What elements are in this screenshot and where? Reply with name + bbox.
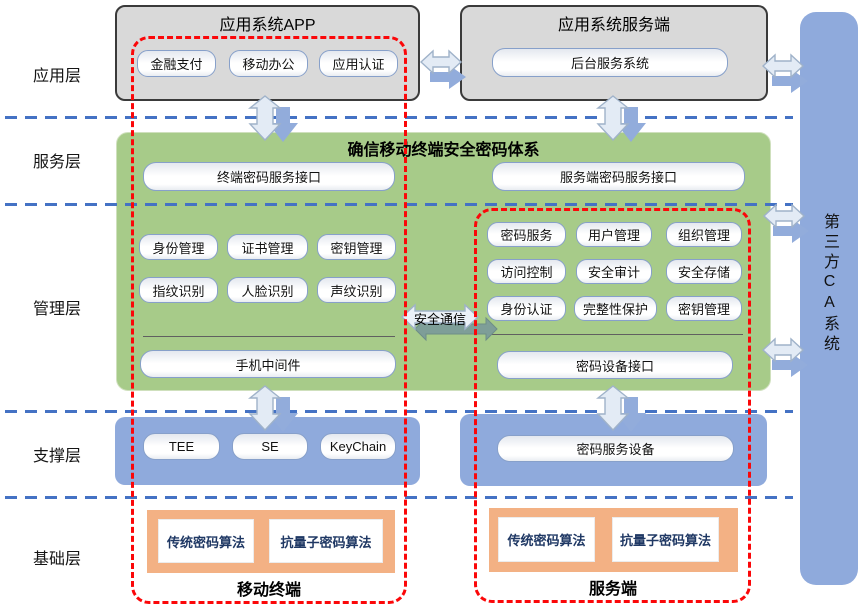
terminal-divider-line — [143, 336, 395, 337]
support-item-tee: TEE — [143, 433, 220, 460]
algo-post-quantum-server: 抗量子密码算法 — [612, 517, 719, 562]
ca-link-arrow-icon — [763, 203, 809, 243]
support-item-se: SE — [232, 433, 308, 460]
layer-label-service: 服务层 — [32, 154, 81, 171]
module-identity-mgmt: 身份管理 — [139, 234, 218, 260]
module-secure-storage: 安全存储 — [666, 259, 742, 284]
ca-link-arrow-icon — [762, 53, 808, 93]
third-party-ca-bar: 第三方CA系统 — [800, 12, 858, 585]
module-user-mgmt: 用户管理 — [576, 222, 652, 247]
module-key-mgmt-server: 密钥管理 — [666, 296, 742, 321]
app-item-finance-pay: 金融支付 — [137, 50, 216, 77]
module-security-audit: 安全审计 — [576, 259, 652, 284]
module-fingerprint: 指纹识别 — [139, 277, 218, 303]
crypto-device-api: 密码设备接口 — [497, 351, 733, 379]
layer-divider-line — [5, 496, 793, 499]
layer-label-support: 支撑层 — [32, 448, 81, 465]
third-party-ca-label: 第三方CA系统 — [821, 212, 838, 355]
secure-comm-arrow-icon — [401, 303, 479, 331]
module-cert-mgmt: 证书管理 — [227, 234, 308, 260]
backend-service-system: 后台服务系统 — [492, 48, 728, 77]
module-integrity-protect: 完整性保护 — [574, 296, 657, 321]
module-identity-auth: 身份认证 — [487, 296, 566, 321]
crypto-system-title: 确信移动终端安全密码体系 — [347, 142, 540, 159]
terminal-group-outline — [131, 36, 407, 604]
secure-comm-label: 安全通信 — [413, 312, 466, 327]
layer-label-application: 应用层 — [32, 68, 81, 85]
phone-middleware: 手机中间件 — [140, 350, 396, 378]
crypto-service-device: 密码服务设备 — [497, 435, 734, 462]
vertical-flow-arrow-icon — [248, 385, 298, 432]
algo-traditional-server: 传统密码算法 — [498, 517, 595, 562]
server-crypto-api: 服务端密码服务接口 — [492, 162, 745, 191]
vertical-flow-arrow-icon — [596, 385, 646, 432]
horizontal-flow-arrow-icon — [420, 49, 466, 89]
layer-divider-line — [5, 203, 793, 206]
app-system-title: 应用系统APP — [219, 17, 316, 34]
server-group-outline — [474, 208, 751, 603]
ca-link-arrow-icon — [762, 337, 808, 377]
app-item-app-auth: 应用认证 — [319, 50, 398, 77]
app-server-title: 应用系统服务端 — [557, 17, 670, 34]
module-crypto-service: 密码服务 — [487, 222, 566, 247]
vertical-flow-arrow-icon — [596, 95, 646, 142]
algo-traditional-terminal: 传统密码算法 — [158, 519, 254, 563]
support-item-keychain: KeyChain — [320, 433, 396, 460]
module-face-recognition: 人脸识别 — [227, 277, 308, 303]
layer-label-management: 管理层 — [32, 301, 81, 318]
module-voice-print: 声纹识别 — [317, 277, 396, 303]
server-divider-line — [490, 334, 743, 335]
server-group-label: 服务端 — [588, 581, 637, 598]
terminal-group-label: 移动终端 — [236, 582, 301, 599]
app-item-mobile-office: 移动办公 — [229, 50, 308, 77]
module-org-mgmt: 组织管理 — [666, 222, 742, 247]
layer-label-foundation: 基础层 — [32, 551, 81, 568]
module-access-control: 访问控制 — [487, 259, 566, 284]
layer-divider-line — [5, 116, 793, 119]
module-key-mgmt: 密钥管理 — [317, 234, 396, 260]
vertical-flow-arrow-icon — [248, 95, 298, 142]
terminal-crypto-api: 终端密码服务接口 — [143, 162, 395, 191]
layer-divider-line — [5, 410, 793, 413]
algo-post-quantum-terminal: 抗量子密码算法 — [269, 519, 383, 563]
